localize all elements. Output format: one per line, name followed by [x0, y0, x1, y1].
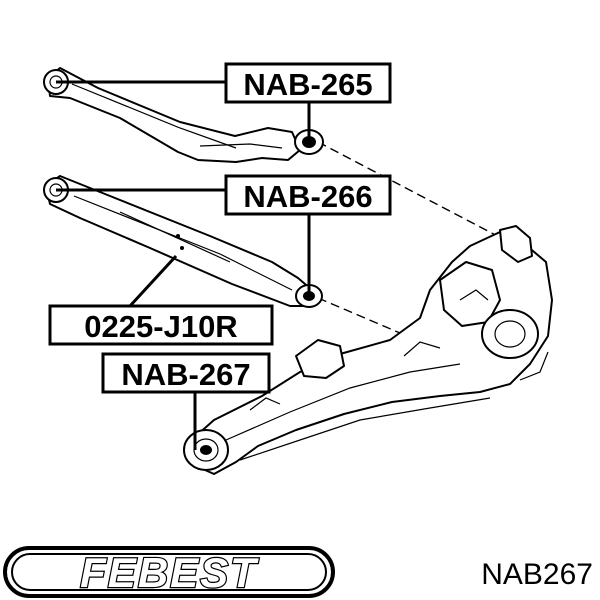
assembly-guide-lines	[317, 141, 506, 334]
brand-logo-text: FEBEST	[80, 549, 259, 596]
leader-lines	[56, 80, 311, 450]
callout-0225-j10r-text: 0225-J10R	[84, 309, 237, 344]
callout-nab-266: NAB-266	[224, 174, 392, 216]
callout-nab-267: NAB-267	[101, 352, 271, 394]
callout-nab-266-text: NAB-266	[243, 179, 372, 214]
callout-0225-j10r: 0225-J10R	[48, 304, 274, 346]
part-number: NAB267	[481, 558, 593, 591]
brand-logo: FEBEST	[3, 546, 335, 598]
callout-nab-267-text: NAB-267	[121, 357, 250, 392]
knuckle-assembly	[195, 225, 553, 475]
callout-nab-265-text: NAB-265	[243, 67, 372, 102]
callout-nab-265: NAB-265	[224, 62, 392, 104]
knuckle-bushing	[183, 429, 229, 471]
